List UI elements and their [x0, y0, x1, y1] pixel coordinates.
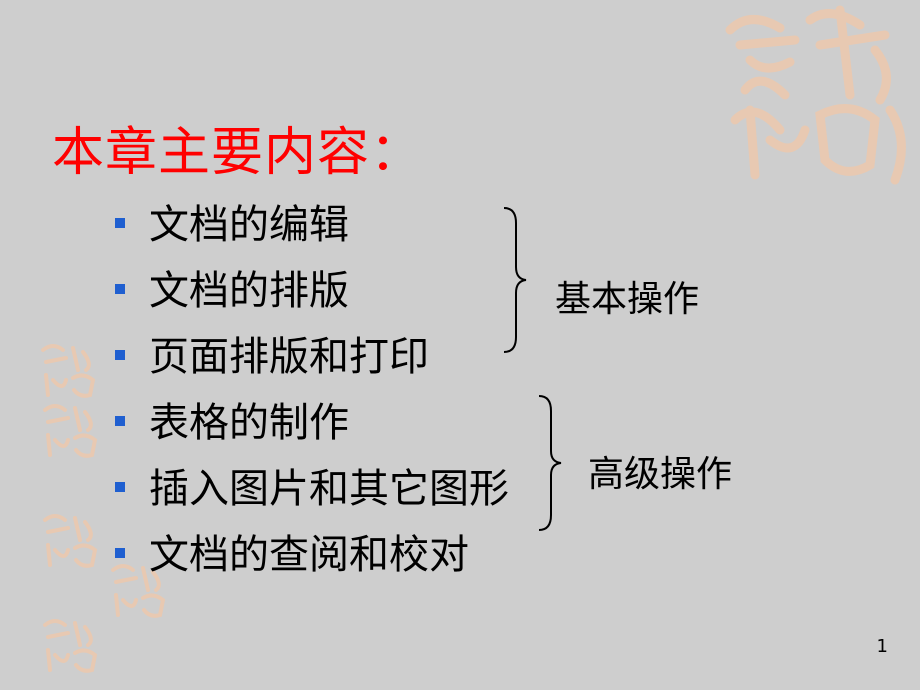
auspicious-seal-icon — [725, 5, 906, 185]
content-list: 文档的编辑 文档的排版 页面排版和打印 表格的制作 插入图片和其它图形 文档的查… — [115, 188, 509, 584]
page-number: 1 — [876, 636, 888, 657]
square-bullet-icon — [115, 416, 125, 426]
list-item: 页面排版和打印 — [115, 320, 509, 386]
auspicious-seal-icon — [43, 404, 98, 458]
list-item: 文档的查阅和校对 — [115, 518, 509, 584]
slide-title: 本章主要内容： — [52, 123, 424, 183]
group-label-basic: 基本操作 — [555, 279, 700, 320]
right-brace-icon — [538, 395, 562, 531]
list-item-label: 文档的排版 — [149, 268, 349, 314]
list-item-label: 插入图片和其它图形 — [149, 466, 509, 512]
list-item-label: 表格的制作 — [149, 400, 349, 446]
square-bullet-icon — [115, 548, 125, 558]
right-brace-icon — [503, 207, 527, 353]
list-item: 插入图片和其它图形 — [115, 452, 509, 518]
list-item-label: 文档的编辑 — [149, 202, 349, 248]
list-item: 表格的制作 — [115, 386, 509, 452]
list-item-label: 文档的查阅和校对 — [149, 532, 469, 578]
square-bullet-icon — [115, 284, 125, 294]
auspicious-seal-icon — [43, 619, 98, 673]
list-item-label: 页面排版和打印 — [149, 334, 429, 380]
auspicious-seal-icon — [41, 344, 96, 398]
square-bullet-icon — [115, 482, 125, 492]
auspicious-seal-icon — [43, 514, 98, 568]
list-item: 文档的编辑 — [115, 188, 509, 254]
square-bullet-icon — [115, 218, 125, 228]
list-item: 文档的排版 — [115, 254, 509, 320]
square-bullet-icon — [115, 350, 125, 360]
group-label-advanced: 高级操作 — [588, 454, 733, 495]
